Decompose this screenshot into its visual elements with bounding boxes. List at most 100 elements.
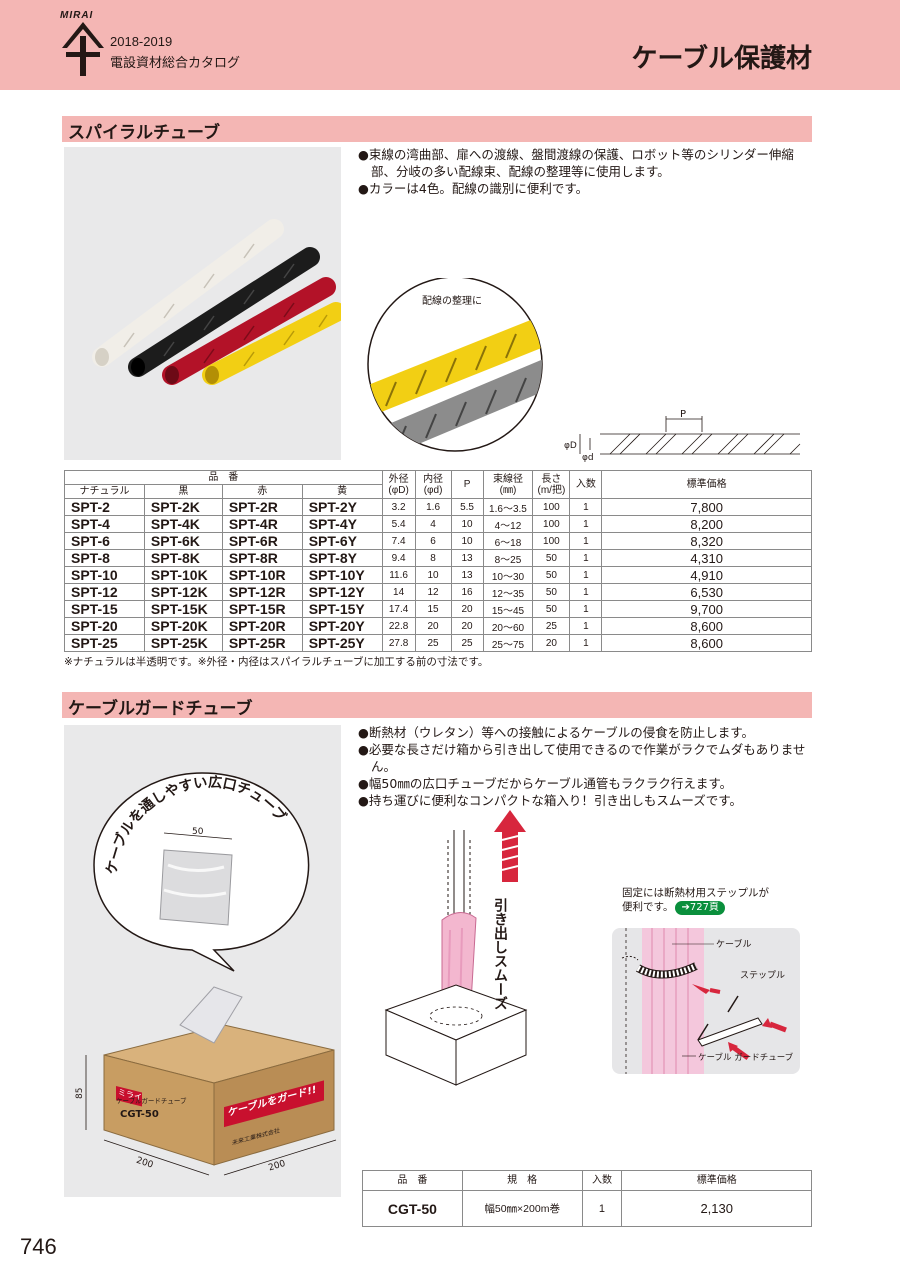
- cell-code-natural: SPT-2: [64, 498, 145, 516]
- page-ref-link[interactable]: ➔727頁: [675, 901, 725, 915]
- cell-outer-diameter: 9.4: [381, 549, 416, 567]
- cell-inner-diameter: 6: [414, 532, 452, 550]
- cell-quantity: 1: [569, 515, 603, 533]
- cell-pitch: 20: [450, 617, 484, 635]
- cell-code-red: SPT-2R: [221, 498, 303, 516]
- cell-bundle-diameter: 15～45: [482, 600, 534, 618]
- cell-outer-diameter: 7.4: [381, 532, 416, 550]
- box-model: CGT-50: [120, 1109, 159, 1120]
- cell-code-yellow: SPT-8Y: [301, 549, 383, 567]
- cell-code-red: SPT-12R: [221, 583, 303, 601]
- cell-code-black: SPT-4K: [143, 515, 223, 533]
- inner-diameter-header: 内径 (φd): [414, 470, 452, 499]
- guard-spec: 幅50㎜×200m巻: [461, 1190, 583, 1227]
- product-code-header: 品 番: [64, 470, 383, 485]
- cell-code-natural: SPT-4: [64, 515, 145, 533]
- guard-bullet: ●必要な長さだけ箱から引き出して使用できるので作業がラクでムダもありません。: [358, 742, 806, 774]
- cell-code-red: SPT-25R: [221, 634, 303, 652]
- cell-code-red: SPT-15R: [221, 600, 303, 618]
- page-title: ケーブル保護材: [631, 44, 812, 74]
- price-header: 標準価格: [601, 470, 812, 499]
- section-title-guard: ケーブルガードチューブ: [62, 692, 812, 719]
- staple-label: ステップル: [740, 970, 785, 981]
- spiral-feature-list: ●束線の湾曲部、扉への渡線、盤間渡線の保護、ロボット等のシリンダー伸縮部、分岐の…: [358, 146, 818, 197]
- cell-length: 25: [532, 617, 571, 635]
- guard-code: CGT-50: [362, 1190, 463, 1227]
- cell-outer-diameter: 3.2: [381, 498, 416, 516]
- cell-code-natural: SPT-12: [64, 583, 145, 601]
- cell-inner-diameter: 4: [414, 515, 452, 533]
- cell-quantity: 1: [569, 532, 603, 550]
- black-tube: [128, 247, 320, 377]
- cell-code-natural: SPT-8: [64, 549, 145, 567]
- bundle-diameter-header: 束線径 (㎜): [482, 470, 534, 499]
- cell-price: 8,600: [601, 617, 812, 635]
- cell-code-natural: SPT-10: [64, 566, 145, 584]
- cell-quantity: 1: [569, 600, 603, 618]
- cell-inner-diameter: 8: [414, 549, 452, 567]
- spiral-tube-photo: [64, 147, 346, 460]
- cell-bundle-diameter: 10～30: [482, 566, 534, 584]
- fix-note-line1: 固定には断熱材用ステップルが: [622, 887, 769, 899]
- box-depth-label: 200: [267, 1159, 287, 1174]
- cell-quantity: 1: [569, 583, 603, 601]
- inner-diameter-label: φd: [582, 453, 594, 463]
- cell-outer-diameter: 22.8: [381, 617, 416, 635]
- color-header-natural: ナチュラル: [64, 484, 145, 499]
- guard-bullet: ●持ち運びに便利なコンパクトな箱入り！引き出しもスムーズです。: [358, 793, 743, 808]
- table-row: CGT-50 幅50㎜×200m巻 1 2,130: [362, 1190, 812, 1227]
- cell-code-red: SPT-10R: [221, 566, 303, 584]
- cell-price: 8,600: [601, 634, 812, 652]
- cell-pitch: 5.5: [450, 498, 484, 516]
- cell-price: 9,700: [601, 600, 812, 618]
- cell-inner-diameter: 12: [414, 583, 452, 601]
- cell-pitch: 20: [450, 600, 484, 618]
- cell-inner-diameter: 15: [414, 600, 452, 618]
- cell-length: 100: [532, 532, 571, 550]
- pull-out-text: 引き出しスムーズ: [492, 898, 508, 1010]
- cell-bundle-diameter: 6～18: [482, 532, 534, 550]
- cell-code-natural: SPT-25: [64, 634, 145, 652]
- spiral-tubes-illustration: [92, 219, 346, 385]
- cell-price: 7,800: [601, 498, 812, 516]
- cell-code-yellow: SPT-6Y: [301, 532, 383, 550]
- page-number: 746: [20, 1234, 57, 1259]
- cell-code-natural: SPT-15: [64, 600, 145, 618]
- guard-bullet: ●幅50㎜の広口チューブだからケーブル通管もラクラク行えます。: [358, 776, 733, 791]
- cell-length: 50: [532, 600, 571, 618]
- cell-bundle-diameter: 4～12: [482, 515, 534, 533]
- section-title-spiral: スパイラルチューブ: [62, 116, 812, 143]
- guard-price-header: 標準価格: [621, 1170, 812, 1191]
- box-product-name: ケーブルガードチューブ: [116, 1096, 187, 1105]
- cell-outer-diameter: 27.8: [381, 634, 416, 652]
- cell-price: 8,320: [601, 532, 812, 550]
- spiral-note: ※ナチュラルは半透明です。※外径・内径はスパイラルチューブに加工する前の寸法です…: [64, 656, 489, 668]
- spiral-bullet: ●カラーは4色。配線の識別に便利です。: [358, 181, 589, 196]
- outer-diameter-header: 外径 (φD): [381, 470, 416, 499]
- color-header-red: 赤: [221, 484, 303, 499]
- cell-pitch: 13: [450, 549, 484, 567]
- cell-outer-diameter: 11.6: [381, 566, 416, 584]
- spiral-bullet: ●束線の湾曲部、扉への渡線、盤間渡線の保護、ロボット等のシリンダー伸縮部、分岐の…: [358, 147, 794, 179]
- cell-code-red: SPT-20R: [221, 617, 303, 635]
- cell-code-red: SPT-8R: [221, 549, 303, 567]
- cell-bundle-diameter: 25～75: [482, 634, 534, 652]
- cell-code-yellow: SPT-15Y: [301, 600, 383, 618]
- cell-code-black: SPT-20K: [143, 617, 223, 635]
- box-height-label: 85: [75, 1088, 85, 1099]
- catalog-year: 2018-2019: [110, 34, 173, 49]
- guard-tube-photo: ケーブルを通しやすい広口チューブ 50 ミライ ケーブルガードチューブ CGT-…: [64, 725, 341, 1197]
- guard-feature-list: ●断熱材（ウレタン）等への接触によるケーブルの侵食を防止します。 ●必要な長さだ…: [358, 724, 818, 809]
- cell-price: 6,530: [601, 583, 812, 601]
- cell-code-yellow: SPT-25Y: [301, 634, 383, 652]
- guard-tube-label: ケーブル ガードチューブ: [698, 1052, 794, 1063]
- cell-length: 50: [532, 583, 571, 601]
- cell-pitch: 13: [450, 566, 484, 584]
- page-ref-text: 727頁: [689, 902, 719, 913]
